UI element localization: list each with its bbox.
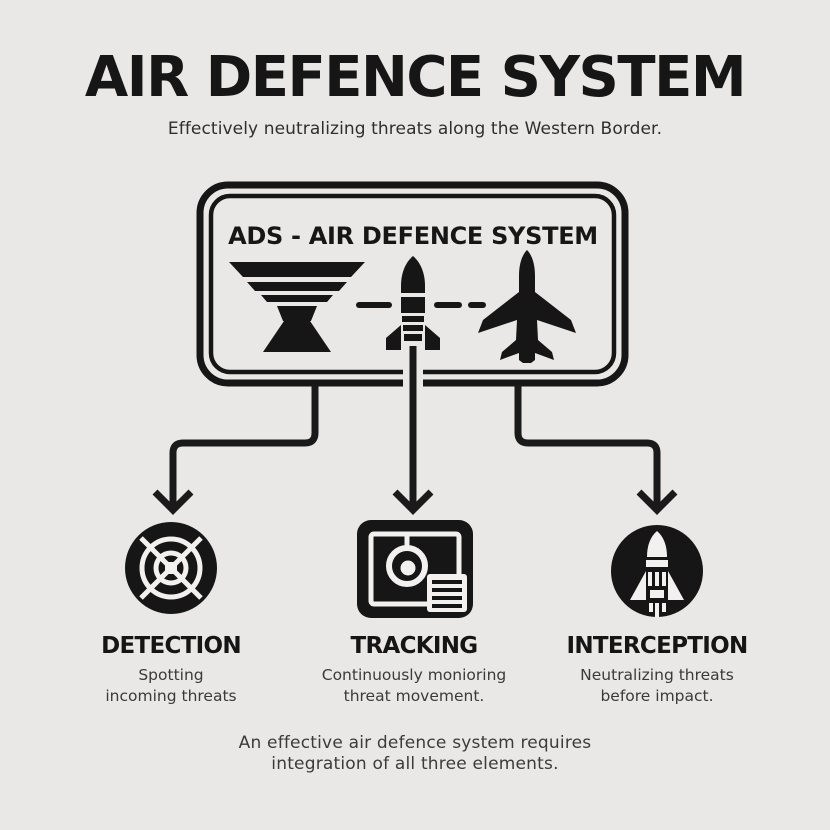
page-title: AIR DEFENCE SYSTEM (84, 45, 747, 110)
missile-right-dash-2 (468, 302, 486, 308)
detection-label: DETECTION (101, 633, 242, 659)
footer-note: An effective air defence system requires… (238, 733, 592, 775)
tracking-label: TRACKING (350, 633, 479, 659)
column-interception: INTERCEPTION Neutralizing threats before… (532, 634, 782, 706)
missile-right-dash (434, 302, 462, 308)
detection-description: Spotting incoming threats (105, 666, 237, 705)
arrow-right (514, 385, 678, 515)
missile-icon (356, 256, 486, 350)
arrow-left (152, 385, 319, 515)
interception-description: Neutralizing threats before impact. (580, 666, 734, 705)
tracking-monitor-icon (357, 520, 473, 618)
ads-box: ADS - AIR DEFENCE SYSTEM (196, 181, 629, 387)
columns: DETECTION Spotting incoming threats TRAC… (0, 634, 830, 718)
column-tracking: TRACKING Continuously monioring threat m… (289, 634, 539, 706)
fighter-jet-icon (478, 250, 576, 363)
ads-box-title: ADS - AIR DEFENCE SYSTEM (228, 222, 598, 250)
page-subtitle: Effectively neutralizing threats along t… (167, 119, 663, 139)
rocket-launch-icon (611, 525, 703, 617)
missile-left-dash (356, 302, 392, 308)
radar-dish-icon (229, 262, 365, 352)
column-detection: DETECTION Spotting incoming threats (46, 634, 296, 706)
arrow-center (392, 346, 434, 515)
radar-scope-icon (125, 522, 217, 614)
tracking-description: Continuously monioring threat movement. (321, 666, 507, 705)
interception-label: INTERCEPTION (566, 633, 748, 659)
connector-arrows (152, 346, 678, 515)
diagram: ADS - AIR DEFENCE SYSTEM (125, 181, 703, 618)
